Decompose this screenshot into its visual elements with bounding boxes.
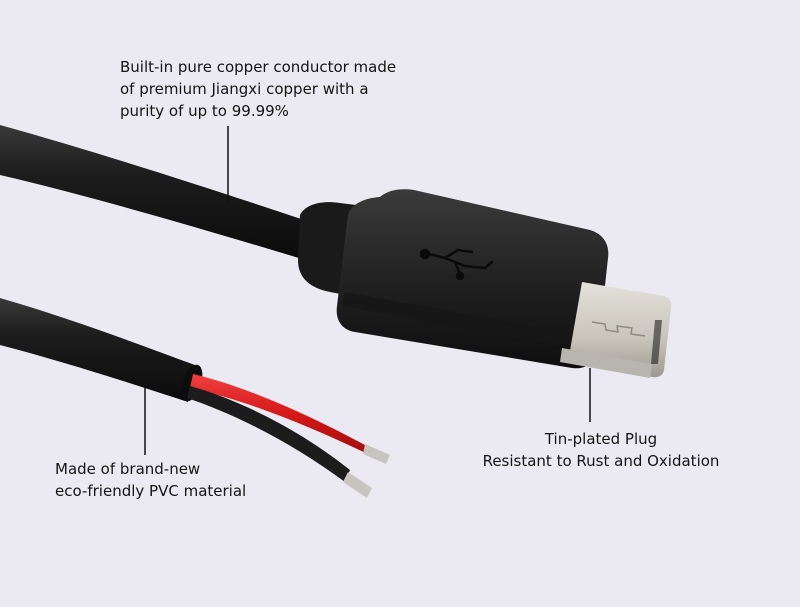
tin-plated-plug-callout: Tin-plated Plug Resistant to Rust and Ox… [470, 428, 732, 472]
connector-body [336, 189, 609, 369]
callout-line: of premium Jiangxi copper with a [120, 80, 369, 98]
tin-plated-plug [560, 282, 672, 378]
black-wire [187, 386, 372, 498]
red-wire [190, 374, 390, 464]
callout-line: eco-friendly PVC material [55, 482, 247, 500]
callout-line: Built-in pure copper conductor made [120, 58, 397, 76]
copper-conductor-callout: Built-in pure copper conductor made of p… [120, 56, 396, 122]
pvc-material-callout: Made of brand-new eco-friendly PVC mater… [55, 458, 246, 502]
callout-line: Tin-plated Plug [544, 430, 658, 448]
callout-line: Made of brand-new [55, 460, 201, 478]
lower-cable [0, 298, 203, 402]
usb-trident-icon [419, 248, 494, 281]
callout-line: purity of up to 99.99% [120, 102, 289, 120]
callout-line: Resistant to Rust and Oxidation [482, 452, 720, 470]
upper-cable [0, 125, 312, 262]
